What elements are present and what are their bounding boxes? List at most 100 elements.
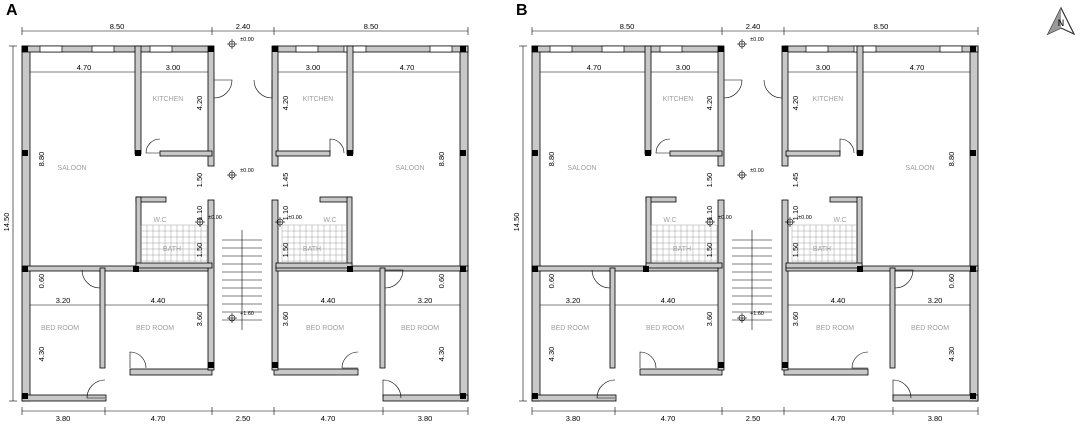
wall bbox=[319, 196, 351, 203]
level-label-top: ±0.00 bbox=[750, 37, 764, 43]
door-swing bbox=[596, 379, 616, 399]
dimension-top_side: 8.50 bbox=[874, 22, 889, 31]
window bbox=[939, 45, 963, 53]
wall bbox=[783, 368, 869, 376]
door-swing bbox=[329, 138, 345, 154]
dimension-saloon_width: 4.70 bbox=[400, 63, 415, 72]
panel-label-a: A bbox=[6, 2, 18, 19]
door-swing bbox=[655, 138, 671, 154]
tile-pattern bbox=[140, 224, 208, 263]
dimension-bed2_depth: 3.60 bbox=[705, 312, 714, 327]
room-label-kitchen: KITCHEN bbox=[813, 96, 844, 103]
door-swing bbox=[213, 79, 233, 99]
dimension-bed2_width: 4.40 bbox=[151, 296, 166, 305]
wall bbox=[134, 45, 142, 155]
level-label-mid: ±0.00 bbox=[208, 215, 222, 221]
wall bbox=[275, 150, 331, 157]
level-label-top: ±0.00 bbox=[240, 37, 254, 43]
door-swing bbox=[591, 269, 611, 289]
dimension-bot_outer: 3.80 bbox=[418, 414, 433, 423]
dimension-bed1_depth: 4.30 bbox=[547, 347, 556, 362]
wall bbox=[382, 394, 469, 402]
wall bbox=[785, 150, 841, 157]
dimension-bed2_depth: 3.60 bbox=[281, 312, 290, 327]
column bbox=[532, 393, 538, 399]
column bbox=[643, 266, 649, 272]
room-label-wc: W.C bbox=[833, 217, 846, 224]
room-label-wc: W.C bbox=[153, 217, 166, 224]
wall bbox=[781, 199, 789, 371]
dimension-hall_upper: 1.50 bbox=[195, 173, 204, 188]
column bbox=[22, 266, 28, 272]
column bbox=[347, 266, 353, 272]
dimension-bot_outer: 3.80 bbox=[56, 414, 71, 423]
column bbox=[532, 150, 538, 156]
wall bbox=[609, 267, 616, 369]
dimension-top_side: 8.50 bbox=[620, 22, 635, 31]
column bbox=[347, 150, 353, 156]
room-label-kitchen: KITCHEN bbox=[663, 96, 694, 103]
window bbox=[549, 45, 573, 53]
column bbox=[135, 150, 141, 156]
wall bbox=[669, 150, 723, 157]
dimension-saloon_width: 4.70 bbox=[910, 63, 925, 72]
wall bbox=[275, 262, 353, 269]
dimension-kitchen_depth: 4.20 bbox=[791, 96, 800, 111]
column bbox=[460, 266, 466, 272]
column bbox=[272, 46, 278, 52]
wall bbox=[717, 199, 725, 371]
dimension-bed1_depth: 4.30 bbox=[947, 347, 956, 362]
dimension-bath_height: 1.50 bbox=[705, 243, 714, 258]
level-label-mid: ±0.00 bbox=[288, 215, 302, 221]
column bbox=[208, 362, 214, 368]
wall bbox=[346, 196, 353, 268]
dimension-bot_stair: 2.50 bbox=[236, 414, 251, 423]
dimension-wc_height: 1.10 bbox=[705, 206, 714, 221]
wall bbox=[379, 267, 386, 369]
wall bbox=[969, 45, 979, 402]
wall bbox=[644, 45, 652, 155]
room-label-wc: W.C bbox=[663, 217, 676, 224]
window bbox=[805, 45, 829, 53]
dimension-hall_upper_r: 1.45 bbox=[281, 173, 290, 188]
dimension-kitchen_width: 3.00 bbox=[166, 63, 181, 72]
column bbox=[133, 266, 139, 272]
wall bbox=[645, 262, 723, 269]
window bbox=[343, 45, 367, 53]
dimension-bot_mid: 4.70 bbox=[151, 414, 166, 423]
column bbox=[208, 46, 214, 52]
column bbox=[718, 46, 724, 52]
door-swing bbox=[892, 379, 912, 399]
window bbox=[295, 45, 319, 53]
room-label-bedroom: BED ROOM bbox=[136, 325, 174, 332]
dimension-bath_height: 1.50 bbox=[791, 243, 800, 258]
dimension-bath_height: 1.50 bbox=[281, 243, 290, 258]
column bbox=[857, 150, 863, 156]
wall bbox=[159, 150, 213, 157]
dimension-saloon_depth: 8.80 bbox=[547, 152, 556, 167]
room-label-bedroom: BED ROOM bbox=[911, 325, 949, 332]
dimension-corridor: 0.60 bbox=[947, 274, 956, 289]
wall bbox=[207, 199, 215, 371]
dimension-kitchen_width: 3.00 bbox=[306, 63, 321, 72]
door-swing bbox=[851, 351, 869, 369]
wall bbox=[21, 45, 31, 402]
column bbox=[460, 46, 466, 52]
door-swing bbox=[341, 351, 359, 369]
column bbox=[22, 393, 28, 399]
wall bbox=[856, 196, 863, 268]
level-label-mid: ±0.00 bbox=[240, 168, 254, 174]
dimension-wc_height: 1.10 bbox=[281, 206, 290, 221]
wall bbox=[275, 265, 469, 272]
wall bbox=[346, 45, 354, 155]
room-label-bedroom: BED ROOM bbox=[646, 325, 684, 332]
wall bbox=[781, 45, 789, 167]
dimension-bed2_width: 4.40 bbox=[661, 296, 676, 305]
dimension-saloon_depth: 8.80 bbox=[947, 152, 956, 167]
column bbox=[782, 46, 788, 52]
dimension-bed2_depth: 3.60 bbox=[791, 312, 800, 327]
door-swing bbox=[763, 79, 783, 99]
